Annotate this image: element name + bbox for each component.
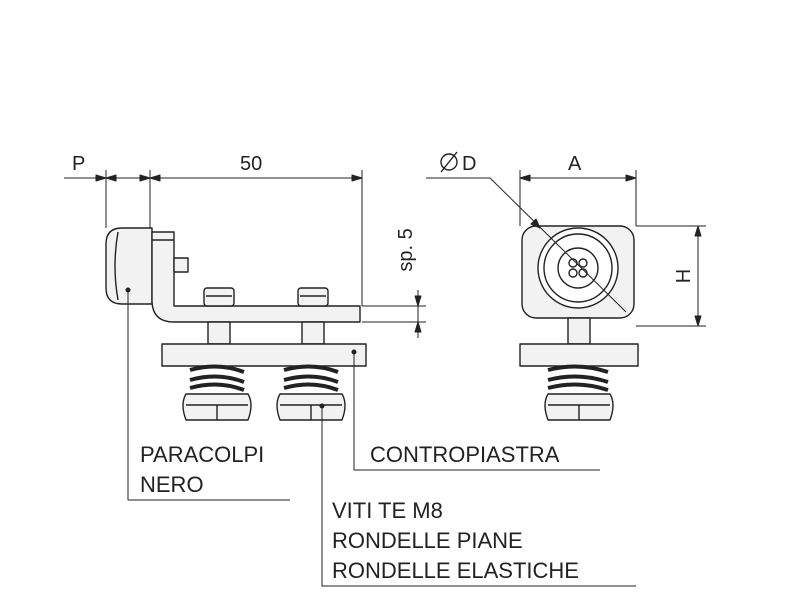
wheel-outer bbox=[537, 227, 619, 309]
bracket-pin bbox=[173, 257, 189, 273]
counterplate bbox=[161, 343, 367, 367]
screw-shank-1 bbox=[207, 321, 231, 345]
label-screws-3: RONDELLE ELASTICHE bbox=[332, 558, 579, 583]
screw-shank-2 bbox=[301, 321, 325, 345]
leader-lines bbox=[125, 287, 636, 587]
diameter-symbol bbox=[440, 151, 458, 173]
dim-h: H bbox=[673, 269, 695, 283]
front-spring-washer bbox=[547, 364, 609, 392]
front-view bbox=[519, 225, 639, 421]
bracket-profile bbox=[151, 231, 361, 323]
screw-head-2 bbox=[297, 287, 329, 307]
dim-p: P bbox=[72, 153, 85, 175]
label-bumper-1: PARACOLPI bbox=[140, 442, 264, 467]
screw-head-1 bbox=[203, 287, 235, 307]
bumper-black bbox=[105, 227, 153, 305]
label-bumper-2: NERO bbox=[140, 472, 204, 497]
front-counterplate bbox=[519, 343, 639, 367]
dimension-text: P 50 D A H sp. 5 bbox=[72, 153, 695, 283]
spring-washer-2 bbox=[283, 364, 339, 392]
dim-a: A bbox=[568, 153, 582, 175]
label-counterplate: CONTROPIASTRA bbox=[370, 442, 560, 467]
front-screw-shank bbox=[567, 317, 591, 345]
label-text: PARACOLPI NERO CONTROPIASTRA VITI TE M8 … bbox=[140, 442, 579, 583]
dim-thickness: sp. 5 bbox=[395, 228, 417, 271]
dim-diameter: D bbox=[462, 153, 476, 175]
wheel-ring bbox=[543, 233, 613, 303]
wheel-hub bbox=[557, 247, 599, 289]
spring-washer-1 bbox=[189, 364, 245, 392]
label-screws-2: RONDELLE PIANE bbox=[332, 528, 523, 553]
dimension-lines bbox=[64, 170, 706, 338]
label-screws-1: VITI TE M8 bbox=[332, 498, 443, 523]
side-view bbox=[105, 227, 367, 421]
dim-50: 50 bbox=[240, 153, 262, 175]
bumper-inner-curve bbox=[114, 231, 119, 301]
